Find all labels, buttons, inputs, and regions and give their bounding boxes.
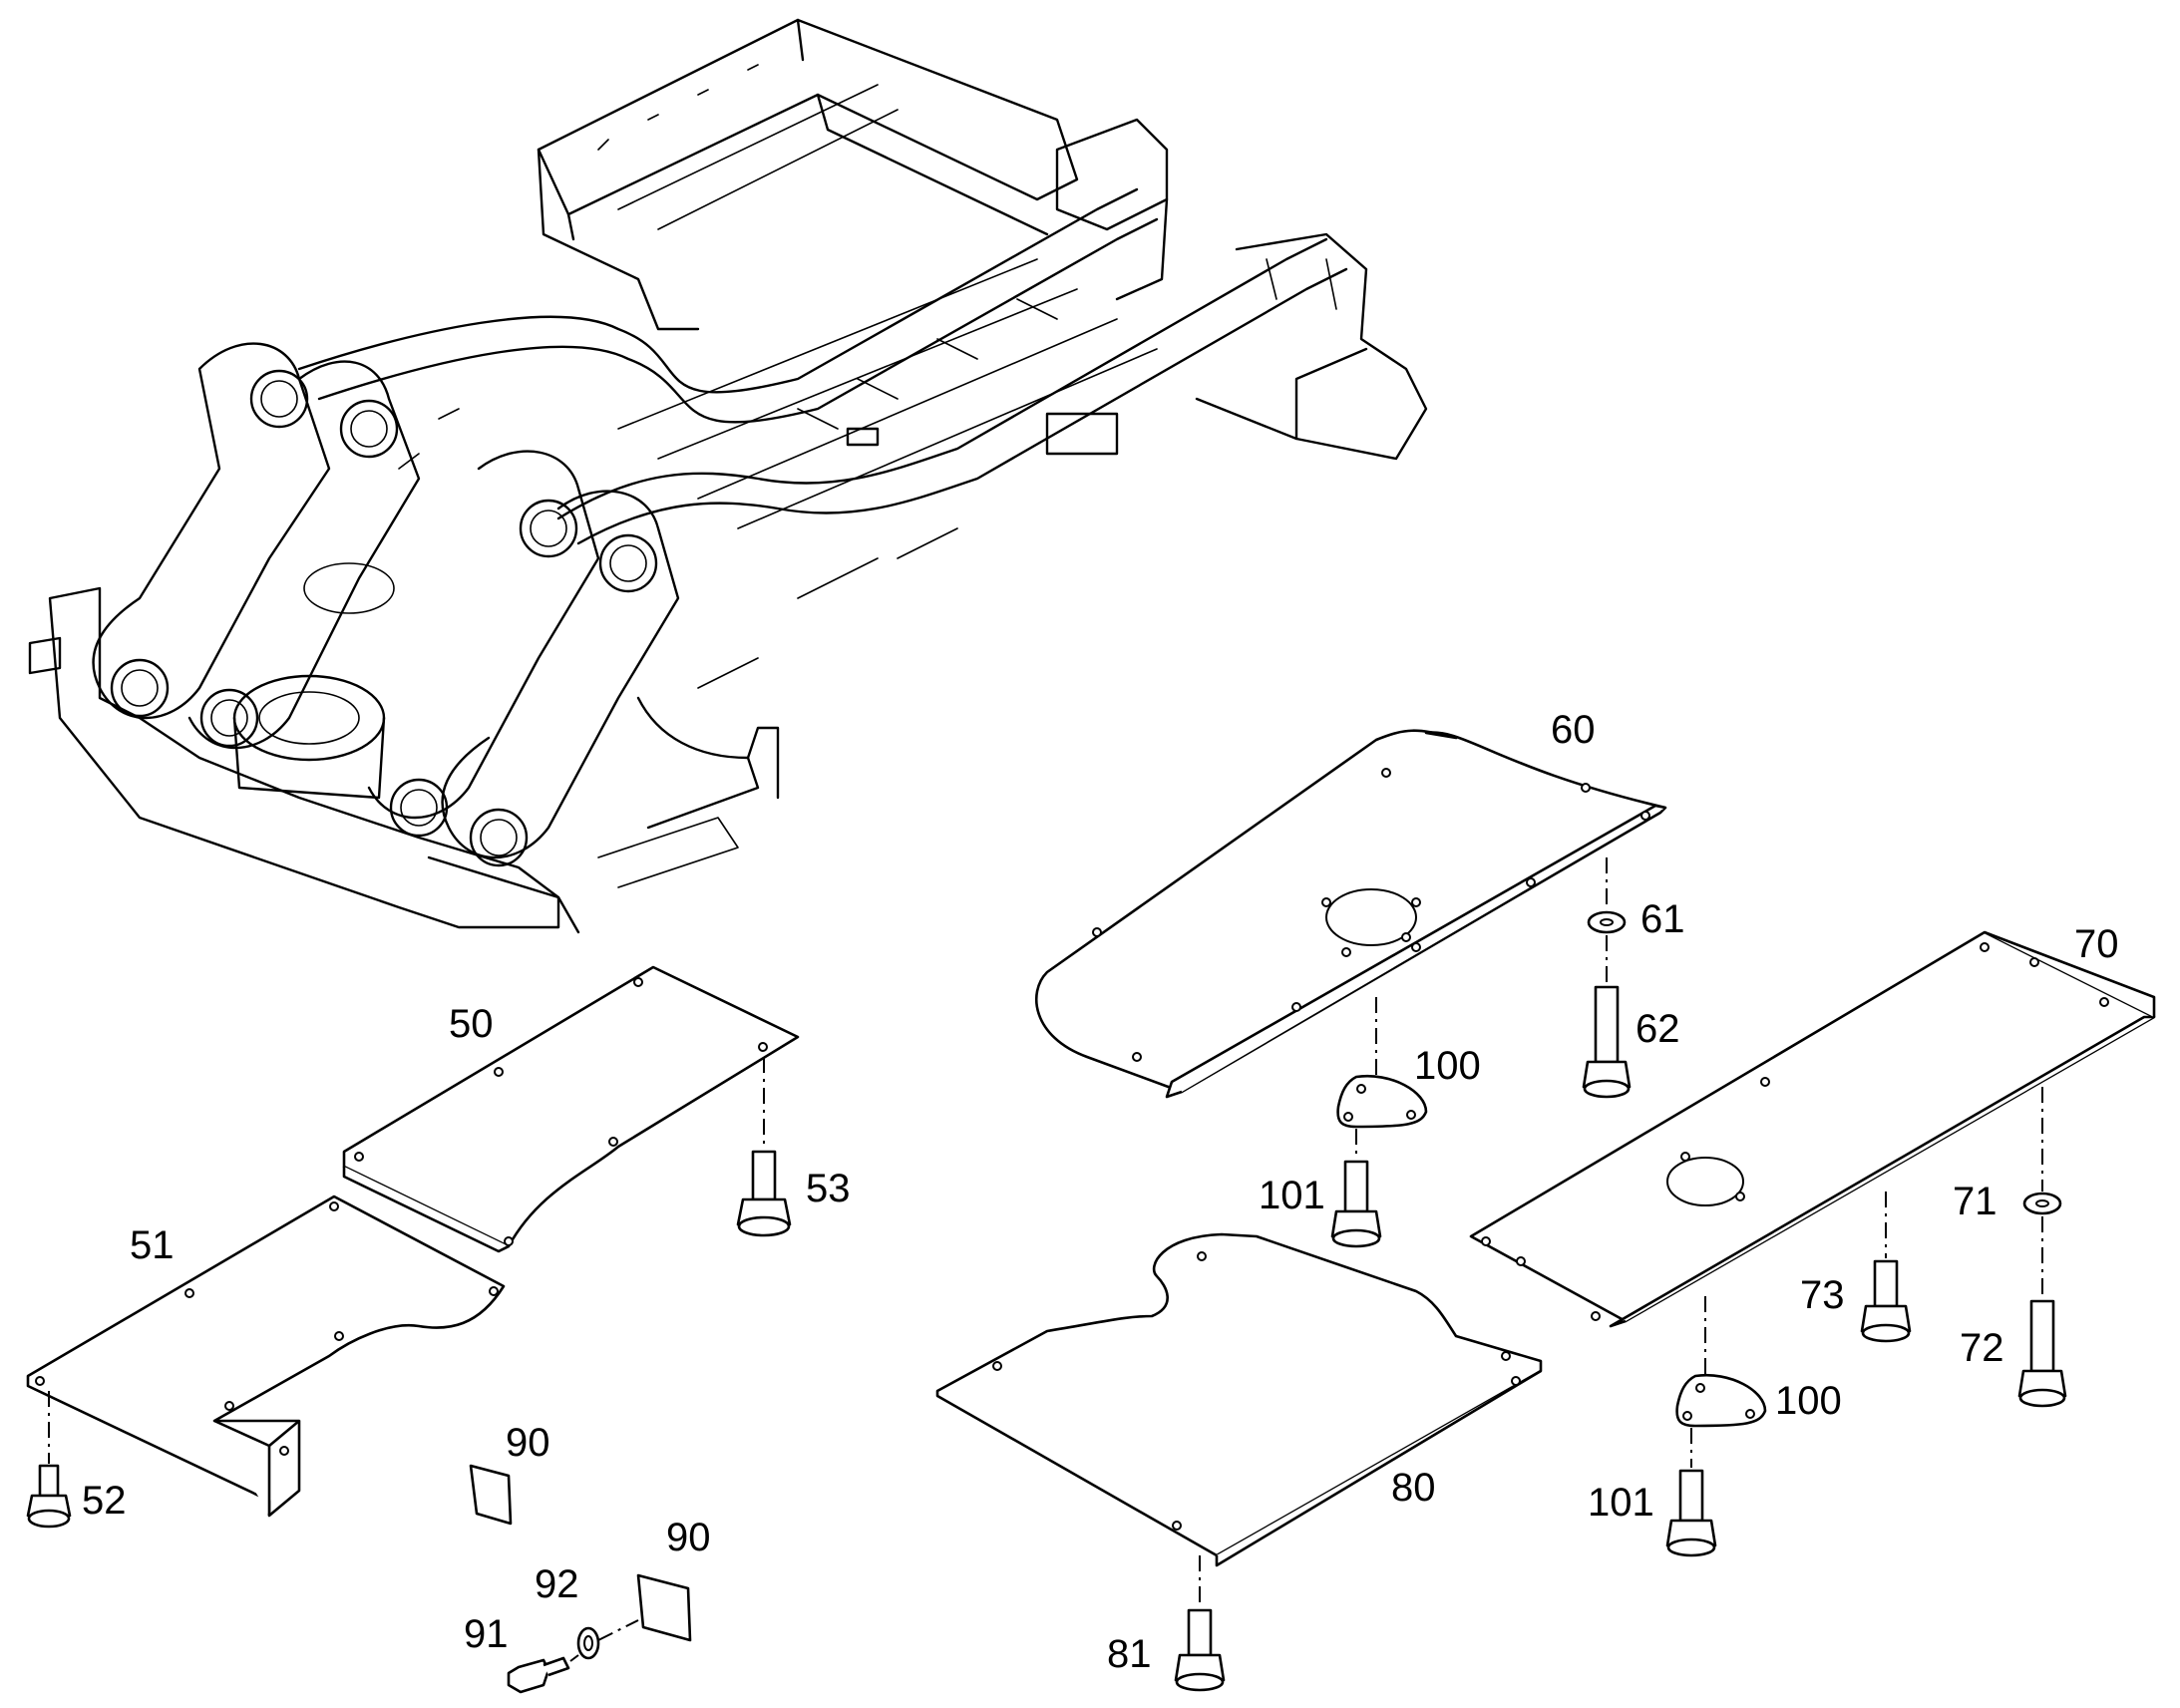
label-101-a: 101: [1259, 1174, 1325, 1217]
label-72: 72: [1960, 1326, 2004, 1370]
part-90-square-a: [469, 1464, 513, 1526]
part-70-plate: [1469, 930, 2156, 1328]
label-91: 91: [464, 1612, 509, 1656]
part-72-bolt: [2017, 1299, 2067, 1408]
part-92-washer: [576, 1626, 600, 1660]
part-50-plate: [342, 965, 800, 1253]
label-92: 92: [535, 1562, 579, 1606]
label-53: 53: [806, 1167, 851, 1210]
label-101-b: 101: [1588, 1481, 1654, 1525]
part-62-bolt: [1582, 985, 1632, 1099]
label-61: 61: [1640, 897, 1685, 941]
label-50: 50: [449, 1002, 494, 1046]
label-71: 71: [1953, 1180, 1998, 1223]
label-81: 81: [1107, 1632, 1152, 1676]
part-51-plate: [26, 1195, 506, 1518]
part-60-plate: [1034, 729, 1667, 1099]
part-101-bolt-b: [1665, 1469, 1717, 1557]
part-100-plate-b: [1675, 1373, 1767, 1428]
part-100-plate-a: [1336, 1074, 1428, 1129]
part-52-bolt: [26, 1464, 72, 1529]
label-80: 80: [1391, 1466, 1436, 1510]
part-90-square-b: [636, 1573, 692, 1642]
part-61-washer: [1587, 910, 1627, 934]
label-90-b: 90: [666, 1516, 711, 1559]
part-71-washer: [2022, 1192, 2062, 1215]
part-101-bolt-a: [1330, 1160, 1382, 1248]
callout-labels: 50 51 52 53 60 61 62 70 71 72 73 80 81 9…: [82, 708, 2119, 1676]
label-100-b: 100: [1775, 1379, 1842, 1423]
label-100-a: 100: [1414, 1044, 1481, 1088]
part-91-bolt: [507, 1656, 570, 1694]
label-90-a: 90: [506, 1421, 550, 1465]
part-81-bolt: [1174, 1608, 1226, 1692]
part-80-plate: [935, 1232, 1543, 1567]
assembly-lines: [48, 857, 2043, 1662]
label-52: 52: [82, 1479, 127, 1523]
label-73: 73: [1800, 1273, 1845, 1317]
part-73-bolt: [1860, 1259, 1912, 1343]
main-frame: [28, 18, 1428, 934]
label-70: 70: [2074, 922, 2119, 966]
part-53-bolt: [736, 1150, 792, 1237]
label-51: 51: [130, 1223, 175, 1267]
label-62: 62: [1635, 1007, 1680, 1051]
label-60: 60: [1551, 708, 1596, 752]
